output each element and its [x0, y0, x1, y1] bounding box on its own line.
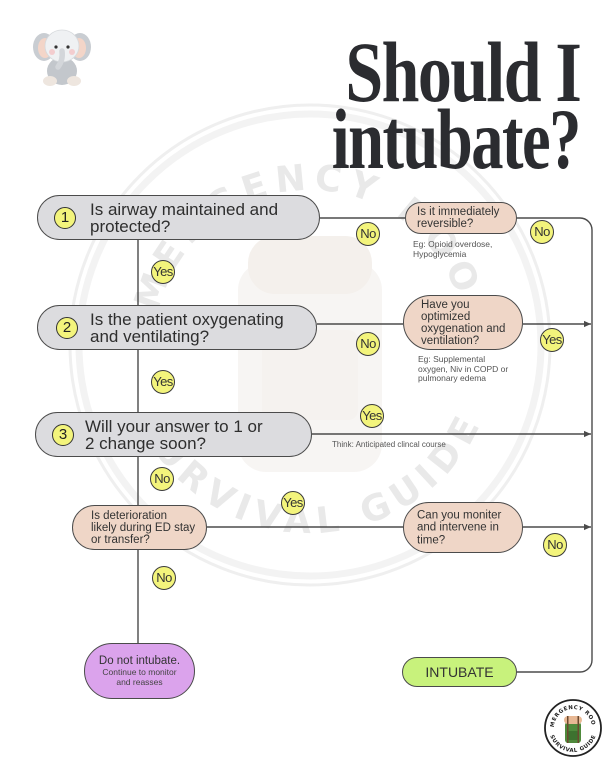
- q3-yes-badge: Yes: [360, 404, 384, 428]
- reversible-no-badge: No: [530, 220, 554, 244]
- q1-no-badge: No: [356, 222, 380, 246]
- do-not-intubate-title: Do not intubate.: [98, 655, 181, 667]
- optimized-decision-text: Have you optimized oxygenation and venti…: [421, 299, 505, 347]
- deterioration-decision-box: Is deterioration likely during ED stay o…: [72, 505, 207, 550]
- question-text-line: 2 change soon?: [85, 433, 206, 453]
- intubate-outcome: INTUBATE: [402, 657, 517, 687]
- step-number-3-badge: 3: [52, 423, 74, 446]
- question-2-text: Is the patient oxygenating and ventilati…: [90, 311, 284, 345]
- question-text-line: Will your answer to 1 or: [85, 416, 263, 436]
- decision-text-line: optimized: [421, 310, 471, 323]
- decision-text-line: Have you: [421, 298, 470, 311]
- reversible-decision-text: Is it immediately reversible?: [417, 206, 499, 230]
- decision-text-line: or transfer?: [91, 533, 150, 546]
- decision-text-line: and intervene in: [417, 521, 499, 534]
- decision-text-line: Is it immediately: [417, 206, 500, 218]
- page-title-line-1: Should I: [345, 24, 581, 120]
- reversible-example-note: Eg: Opioid overdose, Hypoglycemia: [413, 239, 493, 259]
- question-2-box: 2 Is the patient oxygenating and ventila…: [37, 305, 317, 350]
- question-text-line: Is airway maintained and: [90, 199, 279, 219]
- note-line: Eg: Opioid overdose,: [413, 239, 493, 249]
- step-number-1-badge: 1: [54, 206, 76, 229]
- decision-text-line: oxygenation and: [421, 322, 506, 335]
- q2-no-badge: No: [356, 332, 380, 356]
- q3-no-badge: No: [150, 467, 174, 491]
- page-title-line-2: intubate?: [331, 91, 582, 187]
- q3-anticipated-course-note: Think: Anticipated clincal course: [332, 440, 446, 449]
- note-line: Eg: Supplemental: [418, 354, 486, 364]
- decision-text-line: Can you moniter: [417, 508, 502, 521]
- decision-text-line: time?: [417, 533, 446, 546]
- step-number-2-badge: 2: [56, 316, 78, 339]
- q2-yes-badge: Yes: [151, 370, 175, 394]
- intubate-label: INTUBATE: [425, 664, 494, 680]
- note-line: pulmonary edema: [418, 373, 487, 383]
- decision-text-line: likely during ED stay: [91, 521, 196, 534]
- do-not-intubate-subtitle: Continue to monitor: [102, 667, 177, 677]
- question-3-box: 3 Will your answer to 1 or 2 change soon…: [35, 412, 312, 457]
- deterioration-yes-badge: Yes: [281, 491, 305, 515]
- do-not-intubate-subtitle: and reasses: [116, 676, 163, 687]
- optimized-example-note: Eg: Supplemental oxygen, Niv in COPD or …: [418, 354, 509, 384]
- deterioration-no-badge: No: [152, 566, 176, 590]
- monitor-decision-box: Can you moniter and intervene in time?: [403, 502, 523, 553]
- decision-text-line: ventilation?: [421, 334, 480, 347]
- backpack-icon: [564, 716, 582, 743]
- monitor-no-badge: No: [543, 533, 567, 557]
- survival-guide-logo: EMERGENCY ROOM SURVIVAL GUIDE: [543, 698, 602, 757]
- question-text-line: protected?: [90, 216, 171, 236]
- monitor-decision-text: Can you moniter and intervene in time?: [417, 509, 501, 547]
- question-text-line: and ventilating?: [90, 326, 210, 346]
- optimized-yes-badge: Yes: [540, 328, 564, 352]
- question-text-line: Is the patient oxygenating: [90, 309, 284, 329]
- note-line: oxygen, Niv in COPD or: [418, 363, 509, 374]
- decision-text-line: reversible?: [417, 218, 474, 230]
- question-1-text: Is airway maintained and protected?: [90, 201, 278, 235]
- do-not-intubate-outcome: Do not intubate. Continue to monitor and…: [84, 643, 195, 699]
- question-3-text: Will your answer to 1 or 2 change soon?: [85, 418, 263, 452]
- right-rail-to-intubate: [517, 217, 593, 673]
- question-1-box: 1 Is airway maintained and protected?: [37, 195, 320, 240]
- optimized-decision-box: Have you optimized oxygenation and venti…: [403, 295, 523, 350]
- decision-text-line: Is deterioration: [91, 509, 168, 522]
- reversible-decision-box: Is it immediately reversible?: [405, 202, 517, 234]
- q1-yes-badge: Yes: [151, 260, 175, 284]
- deterioration-decision-text: Is deterioration likely during ED stay o…: [91, 510, 195, 546]
- note-line: Hypoglycemia: [413, 248, 467, 259]
